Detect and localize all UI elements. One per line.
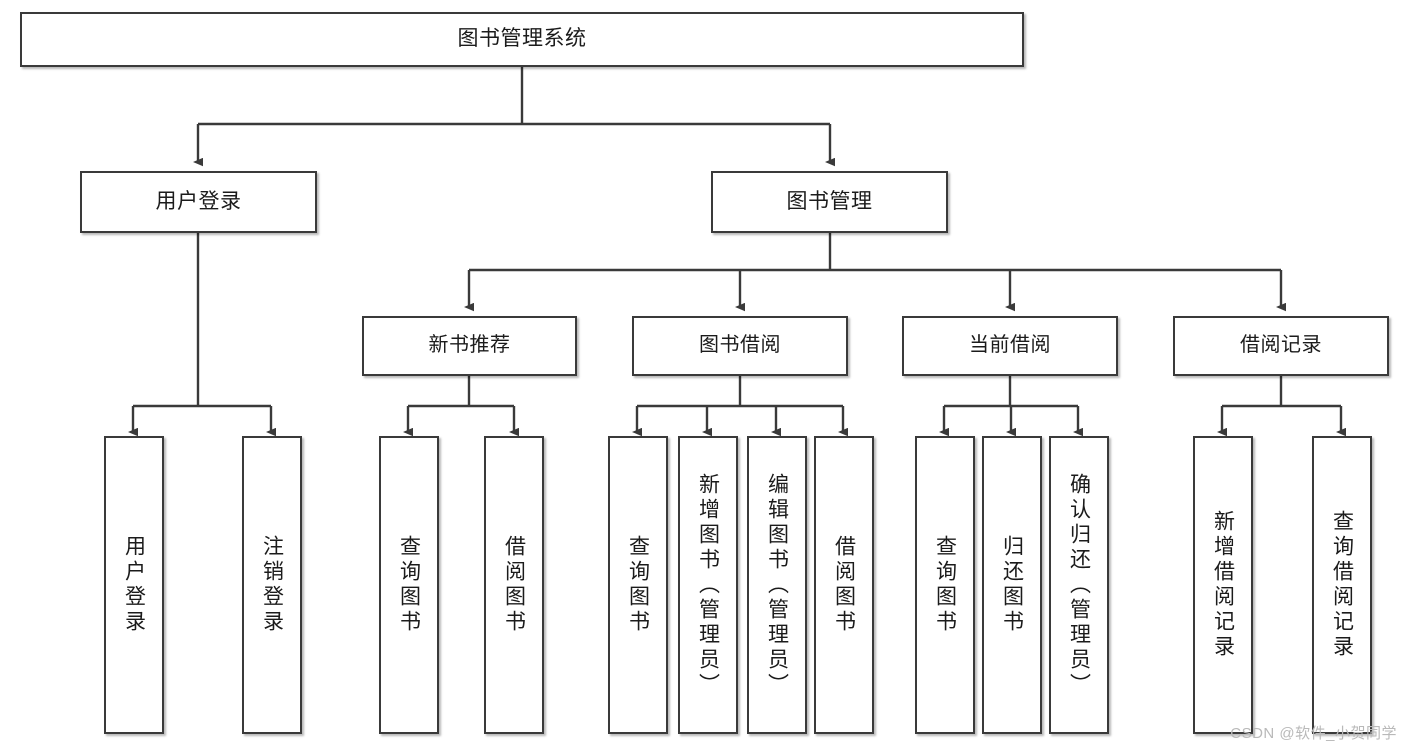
leaf-query-record-label: 查询借阅记录 [1330,510,1354,660]
leaf-borrow-book-2[interactable]: 借阅图书 [814,436,874,734]
node-current-borrow[interactable]: 当前借阅 [902,316,1118,376]
node-user-login[interactable]: 用户登录 [80,171,317,233]
leaf-query-book-3[interactable]: 查询图书 [915,436,975,734]
leaf-add-book-label: 新增图书（管理员） [696,472,720,698]
node-current-borrow-label: 当前借阅 [969,334,1051,357]
leaf-user-login[interactable]: 用户登录 [104,436,164,734]
node-root-label: 图书管理系统 [457,27,587,51]
leaf-query-book-2-label: 查询图书 [626,535,650,635]
node-user-login-label: 用户登录 [155,189,242,213]
node-borrow-record[interactable]: 借阅记录 [1173,316,1389,376]
node-new-book-recommend[interactable]: 新书推荐 [362,316,577,376]
watermark: CSDN @软件_小贺同学 [1230,725,1397,742]
leaf-user-login-label: 用户登录 [122,535,146,635]
leaf-borrow-book-1[interactable]: 借阅图书 [484,436,544,734]
leaf-logout-login[interactable]: 注销登录 [242,436,302,734]
leaf-logout-login-label: 注销登录 [260,535,284,635]
node-new-book-recommend-label: 新书推荐 [428,334,511,357]
leaf-confirm-return-label: 确认归还（管理员） [1067,472,1091,698]
leaf-query-book-1[interactable]: 查询图书 [379,436,439,734]
leaf-edit-book-label: 编辑图书（管理员） [765,472,789,698]
node-borrow-record-label: 借阅记录 [1240,334,1322,357]
node-root[interactable]: 图书管理系统 [20,12,1024,67]
leaf-edit-book[interactable]: 编辑图书（管理员） [747,436,807,734]
leaf-query-book-3-label: 查询图书 [933,535,957,635]
node-book-borrow[interactable]: 图书借阅 [632,316,848,376]
node-book-manage-label: 图书管理 [786,189,873,213]
leaf-add-record[interactable]: 新增借阅记录 [1193,436,1253,734]
node-book-manage[interactable]: 图书管理 [711,171,948,233]
leaf-borrow-book-2-label: 借阅图书 [832,535,856,635]
leaf-query-book-1-label: 查询图书 [397,535,421,635]
leaf-borrow-book-1-label: 借阅图书 [502,535,526,635]
leaf-return-book[interactable]: 归还图书 [982,436,1042,734]
leaf-add-record-label: 新增借阅记录 [1211,510,1235,660]
leaf-query-book-2[interactable]: 查询图书 [608,436,668,734]
node-book-borrow-label: 图书借阅 [699,334,781,357]
leaf-query-record[interactable]: 查询借阅记录 [1312,436,1372,734]
leaf-confirm-return[interactable]: 确认归还（管理员） [1049,436,1109,734]
leaf-return-book-label: 归还图书 [1000,535,1024,635]
leaf-add-book[interactable]: 新增图书（管理员） [678,436,738,734]
